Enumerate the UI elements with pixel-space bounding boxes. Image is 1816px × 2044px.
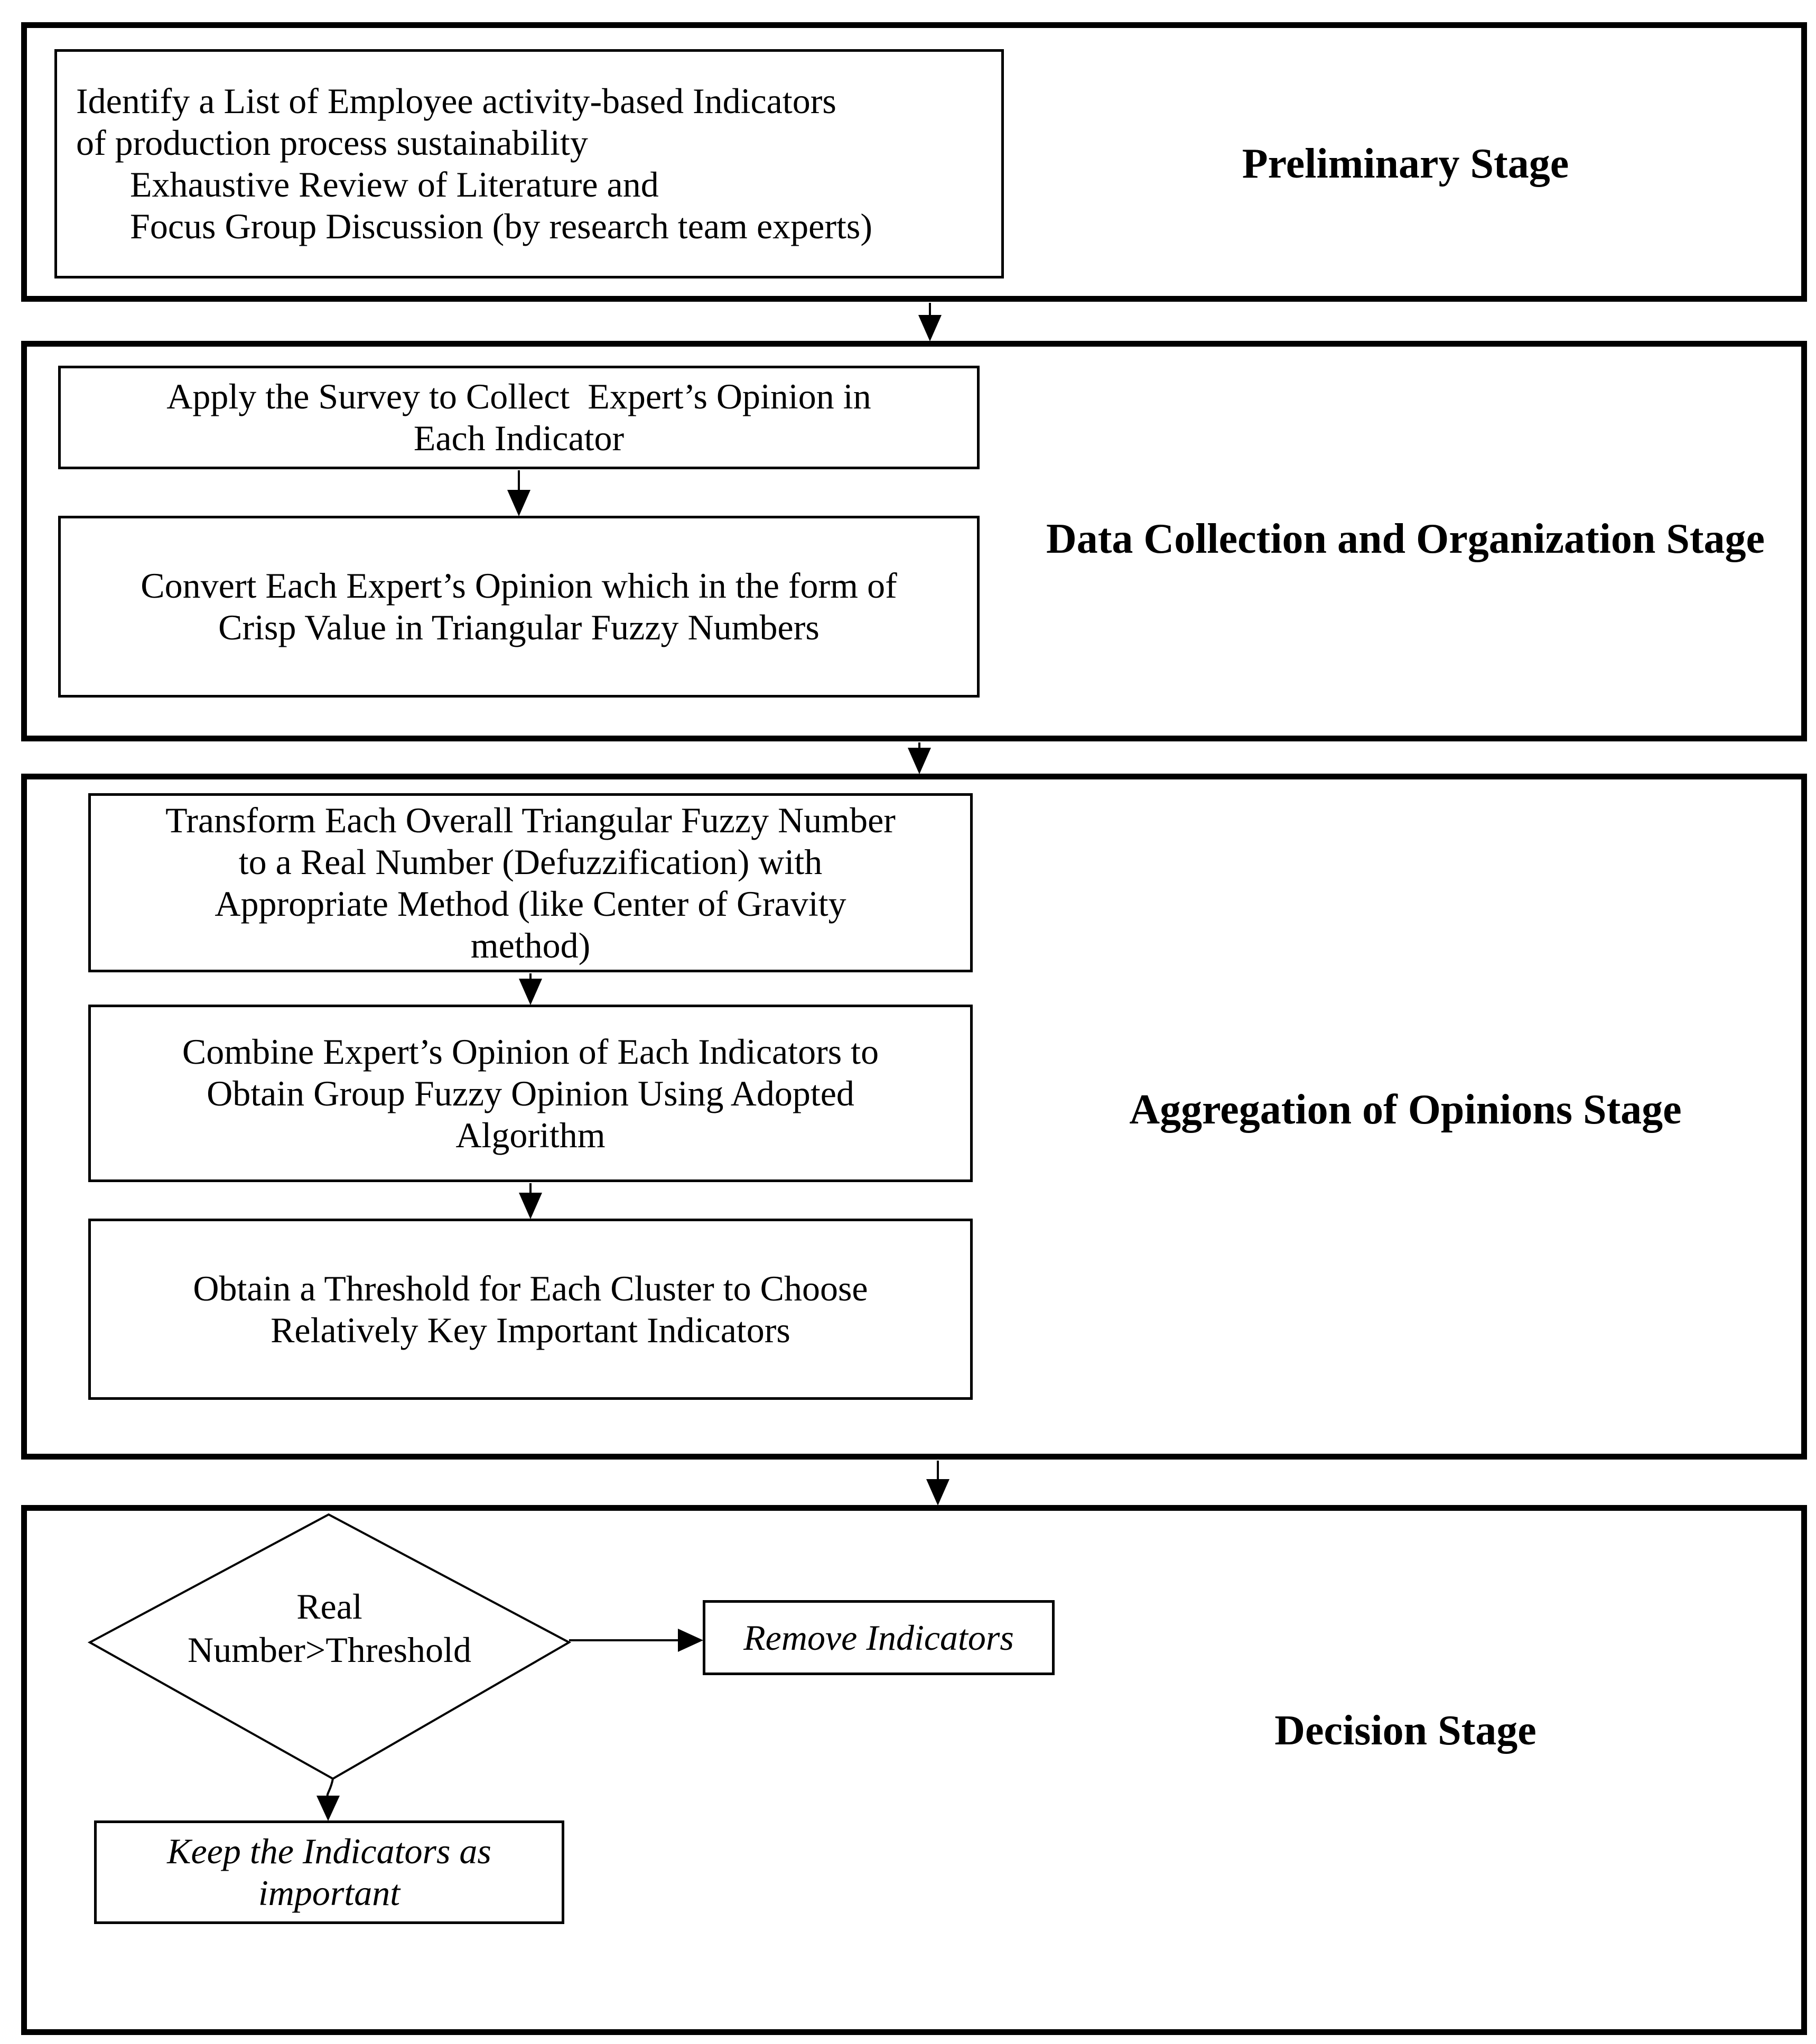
stage-container-decision bbox=[21, 1505, 1807, 2035]
arrow-transform-to-combine bbox=[519, 973, 542, 1005]
box-remove-indicators: Remove Indicators bbox=[703, 1600, 1055, 1675]
box-keep-indicators: Keep the Indicators as important bbox=[94, 1820, 564, 1924]
arrow-diamond-to-remove bbox=[569, 1629, 703, 1652]
stage-container-preliminary bbox=[21, 22, 1807, 302]
stage-container-aggregation bbox=[21, 774, 1807, 1460]
box-identify-indicators: Identify a List of Employee activity-bas… bbox=[54, 49, 1004, 278]
decision-diamond-text: Real Number>Threshold bbox=[188, 1586, 471, 1670]
stage-label-decision: Decision Stage bbox=[1274, 1707, 1536, 1754]
arrow-survey-to-convert bbox=[507, 470, 530, 516]
box-convert-opinion: Convert Each Expert’s Opinion which in t… bbox=[58, 516, 980, 698]
stage-label-data-collection: Data Collection and Organization Stage bbox=[1046, 516, 1765, 562]
box-combine-opinion: Combine Expert’s Opinion of Each Indicat… bbox=[88, 1005, 973, 1182]
arrow-stage1-to-stage2 bbox=[918, 303, 942, 341]
stage-container-data-collection bbox=[21, 341, 1807, 741]
stage-label-aggregation: Aggregation of Opinions Stage bbox=[1129, 1086, 1682, 1133]
arrow-diamond-to-keep bbox=[316, 1778, 340, 1821]
box-transform-defuzzification: Transform Each Overall Triangular Fuzzy … bbox=[88, 793, 973, 972]
arrow-combine-to-threshold bbox=[519, 1183, 542, 1219]
stage-label-preliminary: Preliminary Stage bbox=[1242, 141, 1569, 187]
arrow-stage2-to-stage3 bbox=[908, 742, 931, 774]
arrow-stage3-to-stage4 bbox=[926, 1461, 949, 1506]
box-apply-survey: Apply the Survey to Collect Expert’s Opi… bbox=[58, 366, 980, 469]
box-obtain-threshold: Obtain a Threshold for Each Cluster to C… bbox=[88, 1219, 973, 1400]
